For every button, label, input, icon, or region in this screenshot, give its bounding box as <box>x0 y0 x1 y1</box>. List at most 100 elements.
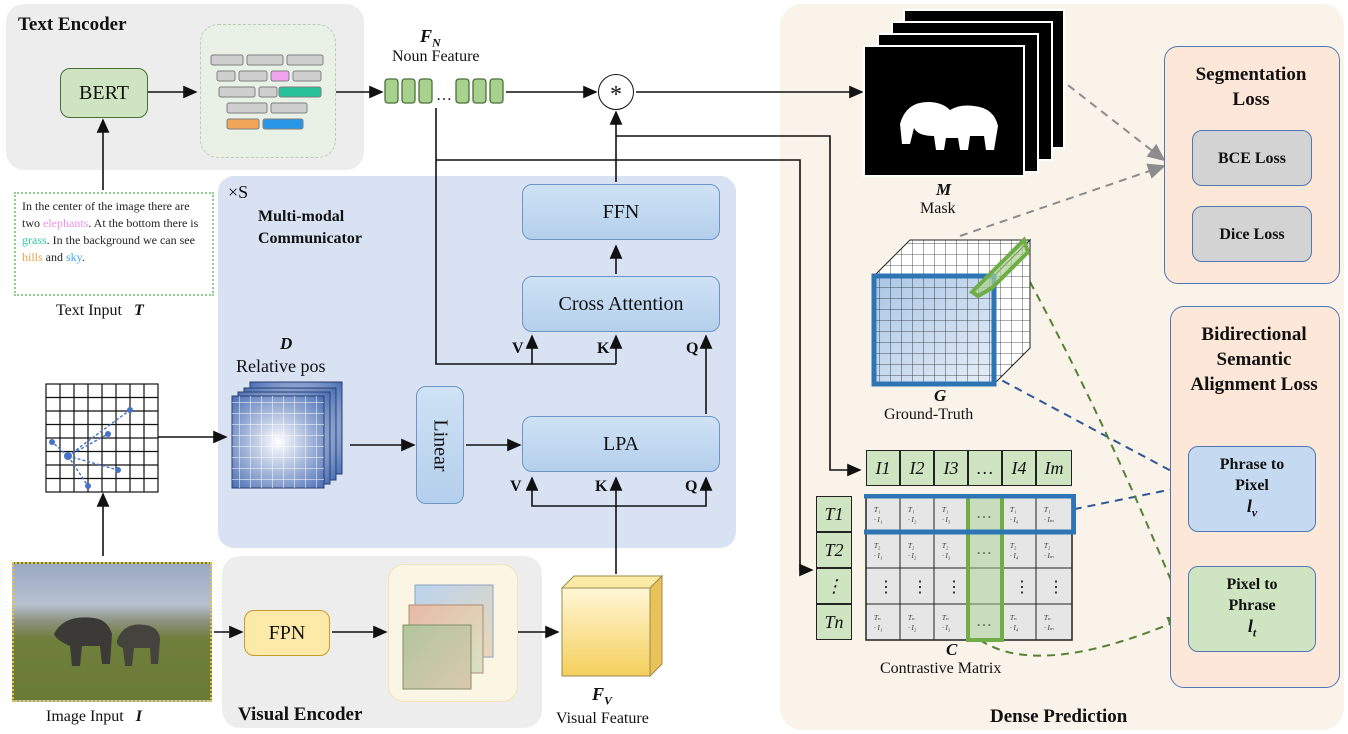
col-header: I4 <box>1002 450 1036 486</box>
svg-text:Tₙ: Tₙ <box>874 614 881 622</box>
svg-text:Tₙ: Tₙ <box>942 614 949 622</box>
bidirectional-loss-title: Bidirectional Semantic Alignment Loss <box>1190 324 1318 395</box>
col-header: I3 <box>934 450 968 486</box>
image-input-photo <box>12 562 212 702</box>
position-grid <box>45 383 159 493</box>
ground-truth-label: Ground-Truth <box>884 406 974 423</box>
lpa-v-label: V <box>510 478 522 495</box>
svg-text:Tₙ: Tₙ <box>908 614 915 622</box>
svg-text:…: … <box>436 87 452 104</box>
svg-text:· I₃: · I₃ <box>942 516 951 524</box>
elephant-silhouette <box>54 617 160 666</box>
svg-text:⋮: ⋮ <box>946 579 962 596</box>
bce-loss-box: BCE Loss <box>1192 130 1312 186</box>
visual-encoder-title: Visual Encoder <box>238 704 363 725</box>
svg-text:· I₁: · I₁ <box>874 552 882 560</box>
text-input-seg-2: . At the bottom there is <box>88 216 199 230</box>
svg-text:· Iₘ: · Iₘ <box>1044 552 1054 560</box>
svg-text:T₂: T₂ <box>1010 542 1017 550</box>
noun-feature-label: Noun Feature <box>392 48 480 65</box>
row-header: T1 <box>816 496 852 532</box>
row-header: Tn <box>816 604 852 640</box>
svg-text:T₂: T₂ <box>874 542 881 550</box>
svg-text:· I₁: · I₁ <box>874 516 882 524</box>
relative-pos-stack <box>231 381 343 489</box>
contrastive-label: Contrastive Matrix <box>880 660 1002 677</box>
text-input-seg-1: elephants <box>43 216 89 230</box>
row-header: T2 <box>816 532 852 568</box>
visual-feature-symbol: FV <box>592 684 613 708</box>
svg-text:T₁: T₁ <box>874 506 880 514</box>
svg-text:⋮: ⋮ <box>912 579 928 596</box>
ca-k-label: K <box>597 340 610 357</box>
repeat-count: ×S <box>228 182 249 202</box>
lpa-block: LPA <box>522 416 720 472</box>
feature-pyramid-panel <box>388 564 518 702</box>
svg-text:Tₙ: Tₙ <box>1010 614 1017 622</box>
text-encoder-title: Text Encoder <box>18 14 127 35</box>
col-header: … <box>968 450 1002 486</box>
svg-text:· I₃: · I₃ <box>942 624 951 632</box>
row-header: ⋮ <box>816 568 852 604</box>
token-embedding-graphic <box>210 54 324 130</box>
svg-text:· Iₘ: · Iₘ <box>1044 624 1054 632</box>
pixel-to-phrase-box: Pixel to Phrase lt <box>1188 566 1316 652</box>
svg-text:⋮: ⋮ <box>1014 579 1030 596</box>
col-header: Im <box>1036 450 1072 486</box>
svg-text:Tₙ: Tₙ <box>1044 614 1051 622</box>
svg-text:⋮: ⋮ <box>1048 579 1064 596</box>
matrix-body: T₁· I₁ T₁· I₂ T₁· I₃ T₁· I₄ T₁· Iₘ T₂· I… <box>864 494 1076 642</box>
text-input-box: In the center of the image there are two… <box>14 192 214 296</box>
text-input-seg-8: . <box>81 250 85 264</box>
text-input-seg-7: sky <box>66 250 82 264</box>
noun-feature-symbol: FN <box>420 26 441 50</box>
lpa-k-label: K <box>595 478 608 495</box>
fpn-block: FPN <box>244 610 330 656</box>
lpa-q-label: Q <box>685 478 698 495</box>
bert-block: BERT <box>60 68 148 118</box>
relative-pos-label: Relative pos <box>236 356 326 376</box>
ground-truth-cube <box>871 236 1032 387</box>
svg-text:· Iₘ: · Iₘ <box>1044 516 1054 524</box>
multiply-operator: * <box>598 74 634 110</box>
relative-pos-symbol: D <box>280 334 293 353</box>
visual-feature-label: Visual Feature <box>556 710 649 727</box>
segmentation-loss-title: Segmentation Loss <box>1195 64 1307 110</box>
svg-text:T₁: T₁ <box>908 506 914 514</box>
svg-text:T₂: T₂ <box>1044 542 1051 550</box>
svg-text:…: … <box>976 613 992 630</box>
text-input-seg-3: grass <box>22 233 47 247</box>
contrastive-symbol: C <box>946 640 958 659</box>
svg-text:T₁: T₁ <box>1044 506 1050 514</box>
ca-q-label: Q <box>686 340 699 357</box>
cross-attention-block: Cross Attention <box>522 276 720 332</box>
contrastive-matrix: I1 I2 I3 … I4 Im T1 T2 ⋮ Tn T₁ · I₁ T₁ · I… <box>816 450 1076 642</box>
ffn-block: FFN <box>522 184 720 240</box>
mask-symbol: M <box>936 180 952 199</box>
svg-text:· I₄: · I₄ <box>1010 552 1019 560</box>
communicator-title: Multi-modal Communicator <box>258 208 362 247</box>
col-header: I2 <box>900 450 934 486</box>
ground-truth-symbol: G <box>934 386 947 405</box>
col-header: I1 <box>866 450 900 486</box>
text-input-seg-0: In the center of the image there are two <box>22 199 190 230</box>
svg-text:· I₄: · I₄ <box>1010 516 1019 524</box>
svg-text:…: … <box>976 541 992 558</box>
text-input-label: Text Input T <box>56 302 144 319</box>
text-input-seg-4: . In the background we can see <box>46 233 195 247</box>
svg-text:· I₂: · I₂ <box>908 516 917 524</box>
svg-text:· I₃: · I₃ <box>942 552 951 560</box>
svg-text:⋮: ⋮ <box>878 579 894 596</box>
svg-text:…: … <box>976 505 992 522</box>
noun-feature-tokens: … <box>384 78 504 104</box>
text-input-seg-6: and <box>42 250 66 264</box>
dice-loss-box: Dice Loss <box>1192 206 1312 262</box>
text-input-seg-5: hills <box>22 250 43 264</box>
svg-text:· I₂: · I₂ <box>908 552 917 560</box>
svg-text:· I₁: · I₁ <box>874 624 882 632</box>
image-input-label: Image Input I <box>46 708 142 725</box>
dense-prediction-title: Dense Prediction <box>990 706 1128 727</box>
mask-label: Mask <box>920 200 956 217</box>
svg-text:T₁: T₁ <box>1010 506 1016 514</box>
